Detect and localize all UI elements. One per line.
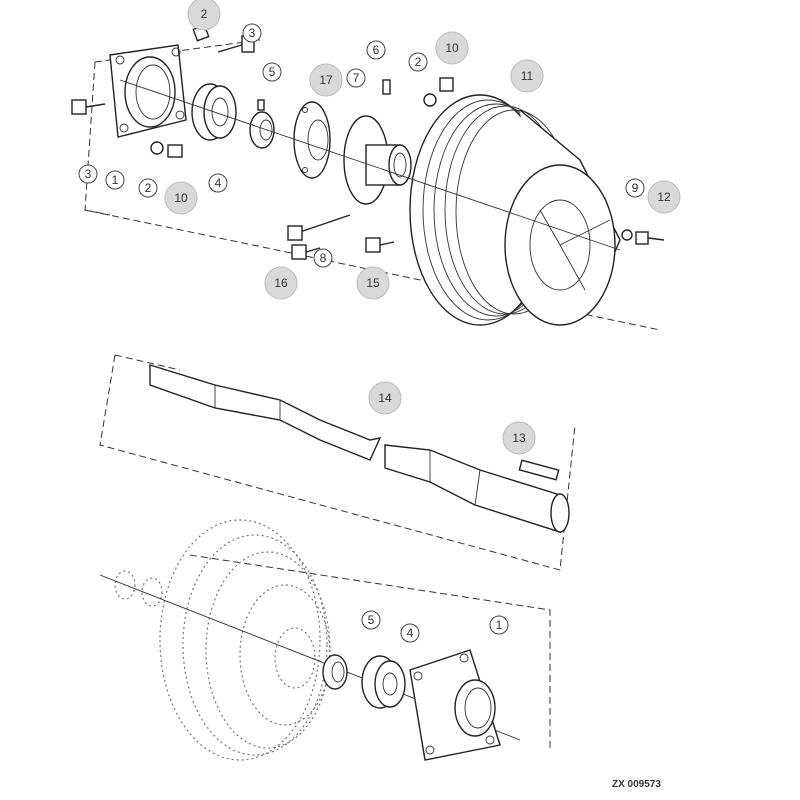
- callout-circle: [313, 248, 333, 268]
- upper-centerline: [119, 79, 621, 251]
- callout-circle: [502, 421, 536, 455]
- callout-number: 4: [407, 626, 414, 640]
- callout-5: 5: [262, 62, 282, 82]
- collar-part-5: [249, 99, 275, 149]
- callout-number: 9: [632, 181, 639, 195]
- callout-9: 9: [625, 178, 645, 198]
- callout-number: 2: [201, 7, 208, 21]
- callout-circle: [105, 170, 125, 190]
- callout-circle: [366, 40, 386, 60]
- callout-15: 15: [356, 266, 390, 300]
- callout-2: 2: [187, 0, 221, 31]
- callout-circle: [510, 59, 544, 93]
- callout-12: 12: [647, 180, 681, 214]
- callout-7: 7: [346, 68, 366, 88]
- callout-circle: [262, 62, 282, 82]
- callout-number: 12: [657, 190, 671, 204]
- callout-13: 13: [502, 421, 536, 455]
- callout-8: 8: [313, 248, 333, 268]
- lower-assembly-frame: [189, 554, 551, 750]
- callout-number: 1: [112, 173, 119, 187]
- bolts-and-nuts-upper: [71, 24, 665, 260]
- callout-5: 5: [361, 610, 381, 630]
- callout-2: 2: [408, 52, 428, 72]
- callout-circle: [356, 266, 390, 300]
- callout-circle: [264, 266, 298, 300]
- callout-number: 3: [249, 26, 256, 40]
- callout-1: 1: [489, 615, 509, 635]
- callout-1: 1: [105, 170, 125, 190]
- callout-circle: [187, 0, 221, 31]
- callout-2: 2: [138, 178, 158, 198]
- callout-circle: [78, 164, 98, 184]
- shaft-frame: [99, 354, 576, 571]
- lower-flange-housing-part-1: [409, 649, 501, 761]
- callout-circle: [164, 181, 198, 215]
- callout-17: 17: [309, 63, 343, 97]
- lower-bearing-part-4: [361, 655, 406, 709]
- callout-3: 3: [242, 23, 262, 43]
- callout-number: 5: [368, 613, 375, 627]
- callout-number: 15: [366, 276, 380, 290]
- callout-circle: [408, 52, 428, 72]
- callout-10: 10: [164, 181, 198, 215]
- callout-number: 17: [319, 73, 333, 87]
- callout-circle: [400, 623, 420, 643]
- callout-circle: [138, 178, 158, 198]
- callout-10: 10: [435, 31, 469, 65]
- callout-3: 3: [78, 164, 98, 184]
- callout-circle: [625, 178, 645, 198]
- callout-number: 3: [85, 167, 92, 181]
- callout-14: 14: [368, 381, 402, 415]
- hub-part-7: [343, 79, 412, 205]
- callout-number: 7: [353, 71, 360, 85]
- callout-number: 10: [445, 41, 459, 55]
- callout-number: 2: [145, 181, 152, 195]
- figure-code: ZX 009573: [612, 779, 661, 790]
- callout-4: 4: [208, 173, 228, 193]
- callout-number: 13: [512, 431, 526, 445]
- pulley-part-11: [409, 94, 621, 326]
- callout-number: 2: [415, 55, 422, 69]
- callout-circle: [309, 63, 343, 97]
- callout-circle: [361, 610, 381, 630]
- callout-number: 10: [174, 191, 188, 205]
- plate-part-17: [293, 101, 331, 179]
- callout-6: 6: [366, 40, 386, 60]
- callout-number: 4: [215, 176, 222, 190]
- lower-pulley: [114, 519, 331, 761]
- callout-number: 1: [496, 618, 503, 632]
- flange-housing-part-1: [109, 44, 187, 138]
- callout-number: 16: [274, 276, 288, 290]
- callout-circle: [368, 381, 402, 415]
- callout-circle: [435, 31, 469, 65]
- callout-circle: [242, 23, 262, 43]
- shaft-part-14: [149, 364, 570, 533]
- lower-collar-part-5: [322, 654, 348, 690]
- callout-16: 16: [264, 266, 298, 300]
- callout-circle: [647, 180, 681, 214]
- callout-circle: [208, 173, 228, 193]
- callout-11: 11: [510, 59, 544, 93]
- callout-circle: [489, 615, 509, 635]
- callout-number: 11: [521, 69, 534, 83]
- callout-number: 5: [269, 65, 276, 79]
- callout-number: 8: [320, 251, 327, 265]
- callout-number: 14: [378, 391, 392, 405]
- bearing-part-4: [191, 83, 237, 141]
- callout-circle: [346, 68, 366, 88]
- callout-4: 4: [400, 623, 420, 643]
- callout-number: 6: [373, 43, 380, 57]
